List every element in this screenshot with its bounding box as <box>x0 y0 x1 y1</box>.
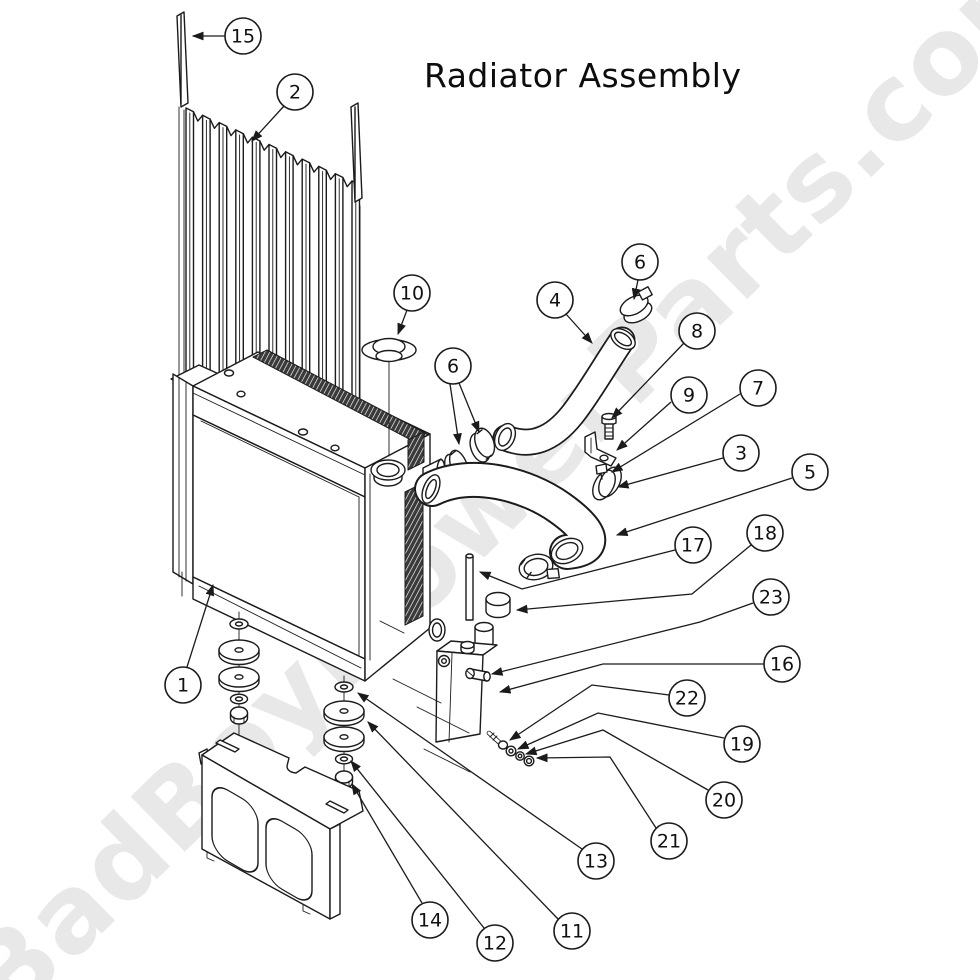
callout-balloon-5-10[interactable]: 5 <box>791 453 829 491</box>
callout-balloon-16-14[interactable]: 16 <box>763 645 801 683</box>
callout-number: 2 <box>289 82 301 104</box>
callout-balloon-21-18[interactable]: 21 <box>650 822 688 860</box>
callout-number: 10 <box>400 283 424 305</box>
callout-number: 19 <box>730 734 754 756</box>
leader-line <box>251 105 285 142</box>
leader-line <box>535 753 657 829</box>
leader-line <box>631 279 641 301</box>
hose-clamp-top <box>619 286 653 324</box>
leader-line <box>515 544 752 614</box>
leader-line <box>516 712 725 750</box>
leader-line <box>565 313 593 344</box>
callout-balloon-8-5[interactable]: 8 <box>678 312 716 350</box>
callout-number: 8 <box>691 321 703 343</box>
callout-balloon-12-21[interactable]: 12 <box>476 924 514 962</box>
leader-line <box>357 692 583 850</box>
callout-balloon-22-15[interactable]: 22 <box>668 679 706 717</box>
guide-lines <box>379 620 471 773</box>
callout-balloon-9-7[interactable]: 9 <box>670 376 708 414</box>
callout-number: 13 <box>584 851 608 873</box>
callout-number: 7 <box>752 378 764 400</box>
leader-line <box>449 383 462 446</box>
l-bracket <box>584 431 617 467</box>
callout-balloon-3-9[interactable]: 3 <box>722 434 760 472</box>
hose-clamp-floating <box>518 553 560 581</box>
callout-balloon-11-20[interactable]: 11 <box>553 912 591 950</box>
callout-balloon-17-11[interactable]: 17 <box>674 526 712 564</box>
callout-balloon-10-2[interactable]: 10 <box>393 274 431 312</box>
leader-line <box>351 782 423 904</box>
leader-line <box>350 760 485 929</box>
callout-balloon-1-23[interactable]: 1 <box>164 666 202 704</box>
lower-hose <box>414 461 607 570</box>
callout-number: 11 <box>560 921 584 943</box>
callout-number: 6 <box>634 252 646 274</box>
callout-number: 4 <box>549 290 561 312</box>
leader-line <box>611 342 685 419</box>
callout-number: 23 <box>759 587 783 609</box>
callout-number: 21 <box>657 831 681 853</box>
callout-balloon-4-3[interactable]: 4 <box>536 281 574 319</box>
callout-number: 18 <box>753 523 777 545</box>
callout-number: 14 <box>418 910 442 932</box>
callout-balloon-20-17[interactable]: 20 <box>705 781 743 819</box>
leader-line <box>490 602 754 676</box>
callout-number: 22 <box>675 688 699 710</box>
diagram-title: Radiator Assembly <box>424 56 742 95</box>
callout-number: 17 <box>681 535 705 557</box>
overflow-bottle <box>435 621 498 743</box>
callout-balloon-19-16[interactable]: 19 <box>723 725 761 763</box>
callout-number: 3 <box>735 443 747 465</box>
callout-balloon-7-8[interactable]: 7 <box>739 369 777 407</box>
callout-number: 9 <box>683 385 695 407</box>
leader-line <box>186 583 215 668</box>
overflow-tube <box>465 553 474 621</box>
leader-line <box>458 382 480 434</box>
upper-hose <box>492 326 636 456</box>
callout-layer: 15 2 10 4 6 8 6 9 7 3 5 17 18 23 16 22 19 20 21 13 11 12 14 1 <box>164 17 829 962</box>
hose-clamp-left-2 <box>469 427 496 463</box>
leader-line <box>524 729 709 791</box>
side-bar-right <box>350 102 363 203</box>
leader-line <box>611 393 741 473</box>
callout-number: 12 <box>483 933 507 955</box>
leader-line <box>478 549 676 590</box>
leader-line <box>367 721 559 920</box>
side-bar-left <box>176 11 189 108</box>
leader-line <box>616 457 724 489</box>
callout-number: 6 <box>447 356 459 378</box>
callout-number: 16 <box>770 654 794 676</box>
callout-balloon-6-6[interactable]: 6 <box>434 347 472 385</box>
callout-number: 1 <box>177 675 189 697</box>
bottle-hardware <box>486 730 535 767</box>
callout-balloon-6-4[interactable]: 6 <box>621 243 659 281</box>
callout-number: 15 <box>231 26 255 48</box>
callout-balloon-23-13[interactable]: 23 <box>752 578 790 616</box>
overflow-cap <box>485 591 511 619</box>
leader-line <box>615 477 793 536</box>
leader-line <box>397 309 408 336</box>
leader-line <box>616 401 672 451</box>
leader-line <box>509 684 670 741</box>
leader-line <box>498 663 764 694</box>
callout-balloon-15-0[interactable]: 15 <box>224 17 262 55</box>
callout-number: 5 <box>804 462 816 484</box>
callout-number: 20 <box>712 790 736 812</box>
callout-balloon-14-22[interactable]: 14 <box>411 901 449 939</box>
callout-balloon-2-1[interactable]: 2 <box>276 73 314 111</box>
callout-balloon-18-12[interactable]: 18 <box>746 514 784 552</box>
radiator-body <box>170 349 446 682</box>
radiator-cap <box>361 337 417 457</box>
callout-balloon-13-19[interactable]: 13 <box>577 842 615 880</box>
